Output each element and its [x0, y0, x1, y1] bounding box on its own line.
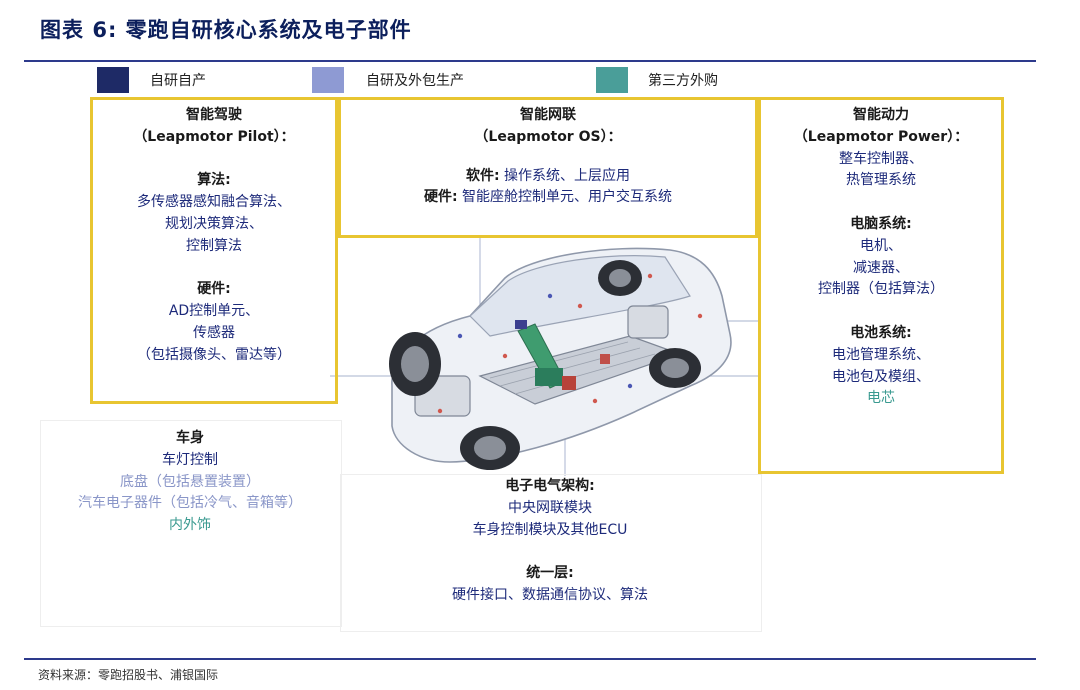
car-illustration	[330, 236, 760, 476]
body-head: 车身	[176, 430, 204, 446]
pilot-text: 智能驾驶 （Leapmotor Pilot）： 算法: 多传感器感知融合算法、 …	[90, 105, 338, 367]
pilot-hw-head: 硬件:	[197, 281, 231, 298]
pilot-algo-item: 多传感器感知融合算法、	[137, 194, 291, 211]
ee-unify-head: 统一层:	[526, 565, 574, 582]
body-item-trim: 内外饰	[169, 517, 211, 534]
power-brain-item: 减速器、	[853, 259, 909, 276]
os-box	[338, 97, 758, 238]
power-subtitle: （Leapmotor Power）：	[793, 128, 969, 145]
os-subtitle: （Leapmotor OS）：	[474, 128, 622, 145]
pilot-hw-item: 传感器	[193, 324, 235, 341]
body-text: 车身 车灯控制 底盘（包括悬置装置） 汽车电子器件（包括冷气、音箱等） 内外饰	[40, 428, 340, 537]
legend-swatch-inhouse	[97, 67, 129, 93]
pilot-box	[90, 97, 338, 404]
legend-label-inhouse: 自研自产	[150, 73, 206, 89]
power-text: 智能动力 （Leapmotor Power）： 整车控制器、 热管理系统 电脑系…	[758, 105, 1004, 410]
pilot-hw-item: （包括摄像头、雷达等）	[137, 346, 291, 363]
title-rule	[24, 60, 1036, 62]
figure-title-label: 图表	[40, 18, 84, 42]
power-battery-item: 电池管理系统、	[832, 346, 930, 363]
legend-label-thirdparty: 第三方外购	[648, 73, 718, 89]
os-title: 智能网联	[520, 107, 576, 123]
body-item-electronics: 汽车电子器件（包括冷气、音箱等）	[78, 495, 302, 512]
legend-label-outsourced: 自研及外包生产	[366, 73, 464, 89]
power-item: 热管理系统	[846, 172, 916, 189]
ee-box	[340, 474, 762, 632]
power-brain-item: 电机、	[860, 237, 902, 254]
figure-title-num: 6	[92, 18, 108, 42]
body-item-lights: 车灯控制	[162, 451, 218, 468]
pilot-algo-item: 规划决策算法、	[165, 215, 263, 232]
footer-rule	[24, 658, 1036, 660]
ee-unify-items: 硬件接口、数据通信协议、算法	[452, 586, 648, 603]
body-box	[40, 420, 342, 627]
power-battery-item: 电池包及模组、	[832, 368, 930, 385]
ee-head: 电子电气架构:	[505, 478, 595, 494]
source-note: 资料来源：零跑招股书、浦银国际	[38, 668, 219, 682]
os-hw-head: 硬件:	[423, 189, 458, 206]
power-brain-item: 控制器（包括算法）	[818, 281, 944, 298]
os-soft-head: 软件:	[465, 167, 500, 184]
power-battery-head: 电池系统:	[850, 324, 912, 341]
legend-swatch-thirdparty	[596, 67, 628, 93]
pilot-algo-item: 控制算法	[186, 237, 242, 254]
os-hw-items: 智能座舱控制单元、用户交互系统	[462, 189, 673, 206]
power-box	[758, 97, 1004, 474]
ee-text: 电子电气架构: 中央网联模块 车身控制模块及其他ECU 统一层: 硬件接口、数据…	[340, 476, 760, 607]
power-title: 智能动力	[853, 107, 909, 123]
ee-item: 中央网联模块	[508, 499, 592, 516]
legend-swatch-outsourced	[312, 67, 344, 93]
power-battery-cell: 电芯	[867, 390, 895, 407]
pilot-subtitle: （Leapmotor Pilot）：	[133, 128, 295, 145]
ee-item: 车身控制模块及其他ECU	[472, 521, 628, 538]
figure-title: 图表 6: 零跑自研核心系统及电子部件	[40, 14, 412, 44]
pilot-title: 智能驾驶	[186, 107, 242, 123]
figure-title-text: : 零跑自研核心系统及电子部件	[107, 18, 412, 42]
power-brain-head: 电脑系统:	[850, 215, 912, 232]
pilot-algo-head: 算法:	[197, 172, 231, 189]
os-text: 智能网联 （Leapmotor OS）： 软件: 操作系统、上层应用 硬件: 智…	[338, 105, 758, 209]
power-item: 整车控制器、	[839, 150, 923, 167]
pilot-hw-item: AD控制单元、	[168, 303, 260, 320]
os-soft-items: 操作系统、上层应用	[504, 167, 631, 184]
body-item-chassis: 底盘（包括悬置装置）	[120, 473, 260, 490]
